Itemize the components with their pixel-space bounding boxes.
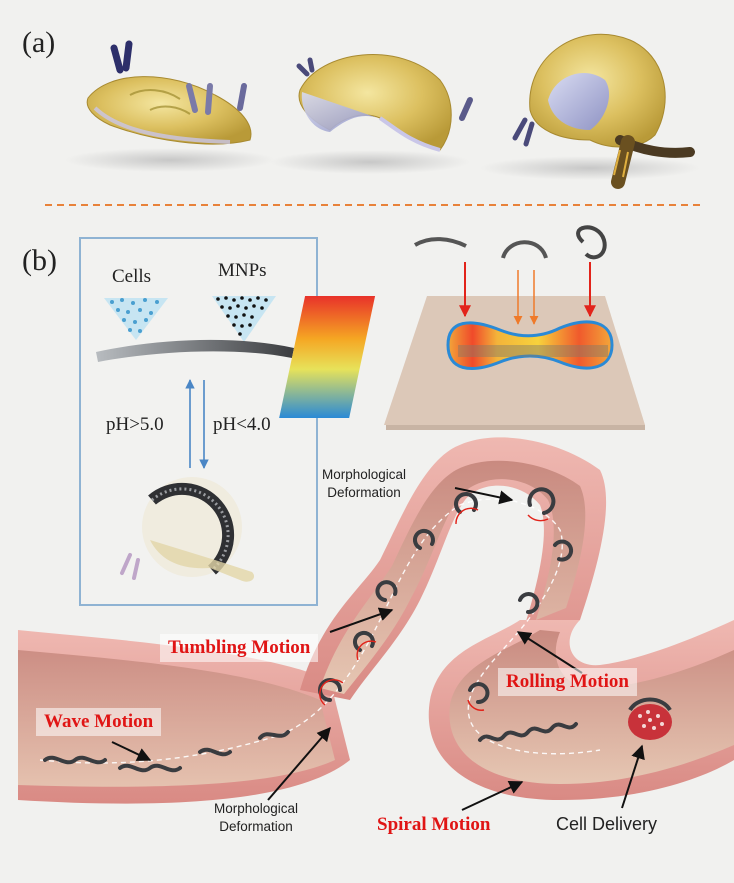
cell-delivery-arrow (621, 744, 645, 809)
ph-high-label: pH>5.0 (106, 414, 164, 435)
temperature-color-bar (279, 296, 376, 418)
mnps-spray-cone (212, 296, 276, 342)
sea-slug-1-illustration (65, 40, 275, 172)
morph-bottom-label: Morphological Deformation (214, 801, 299, 834)
cell-delivery-label: Cell Delivery (556, 814, 658, 834)
rolling-motion-label: Rolling Motion (498, 668, 637, 696)
spiral-motion-label: Spiral Motion (377, 814, 491, 835)
morph-bottom-arrow (267, 726, 331, 801)
rolling-arrow (516, 631, 583, 674)
tumbling-motion-label: Tumbling Motion (160, 634, 319, 662)
cells-label: Cells (112, 266, 152, 287)
cells-spray-cone (104, 298, 168, 340)
hydrogel-sheet (96, 339, 294, 362)
panel-a-label: (a) (22, 26, 56, 59)
tumbling-arrow (329, 607, 394, 633)
sea-slug-3-illustration (480, 33, 700, 189)
spiral-arrow (461, 780, 524, 811)
heated-robot-blob (446, 320, 614, 370)
morph-top-arrow (454, 487, 514, 505)
morph-top-label: Morphological Deformation (322, 467, 407, 500)
wave-motion-label: Wave Motion (36, 708, 162, 736)
sea-slug-2-illustration (270, 54, 473, 174)
mnps-label: MNPs (218, 260, 267, 281)
curled-robot-illustration (120, 477, 255, 582)
panel-b-label: (b) (22, 244, 57, 277)
ph-low-label: pH<4.0 (213, 414, 271, 435)
heat-map-illustration (279, 225, 645, 430)
wave-arrow (111, 741, 152, 761)
